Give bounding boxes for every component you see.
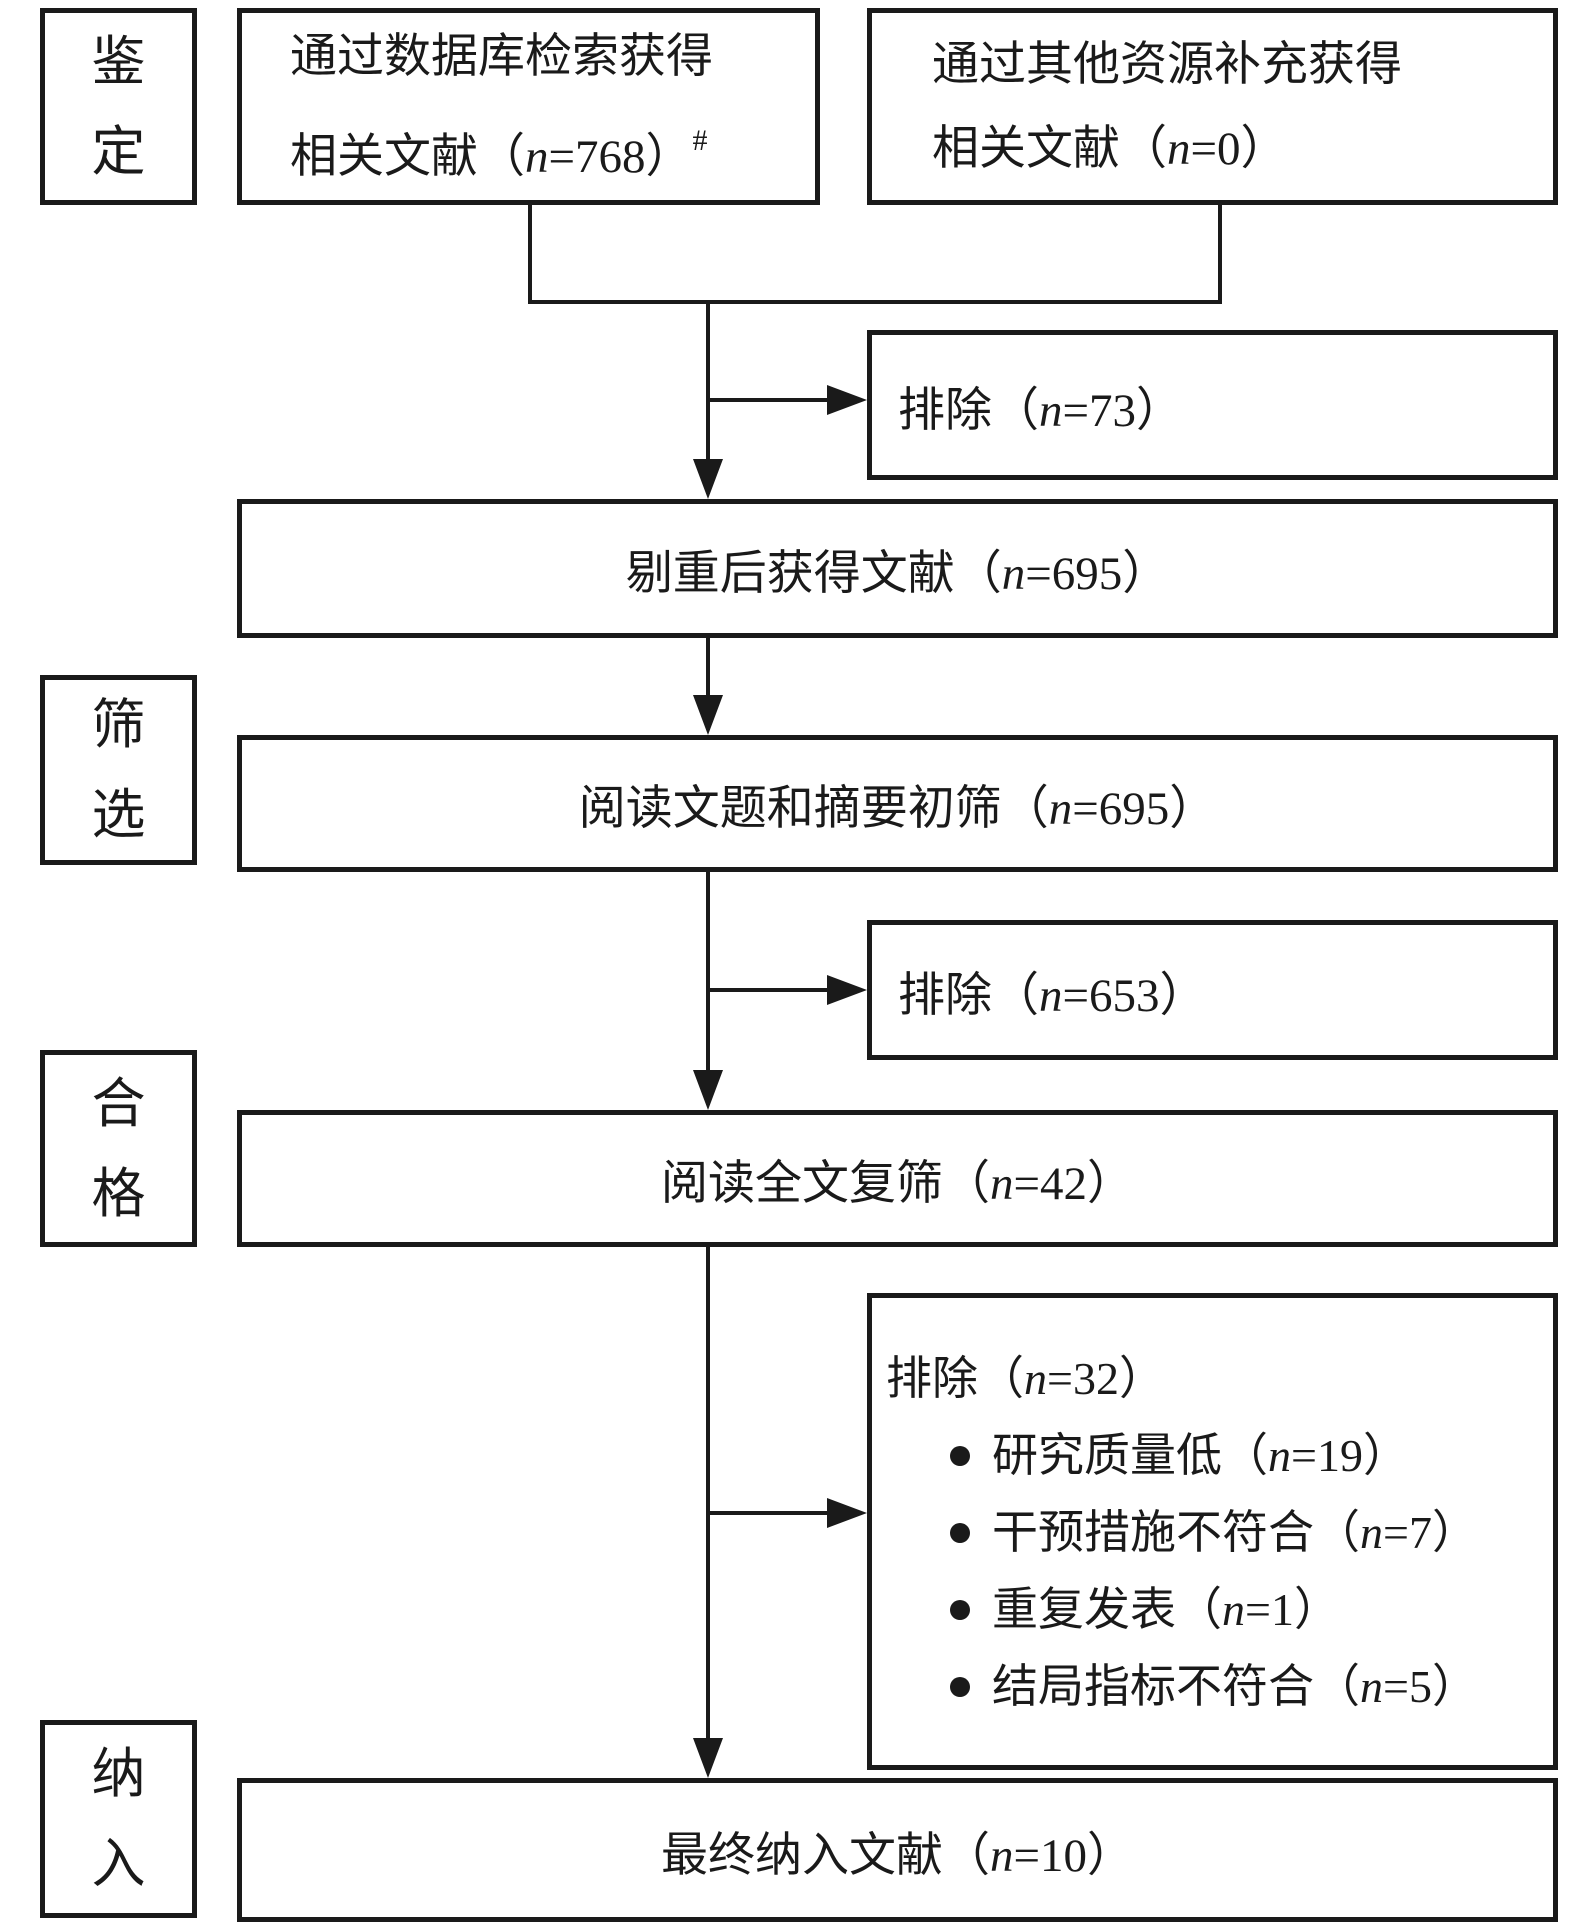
stage-label-text: 筛 <box>91 695 146 755</box>
bullet-icon <box>950 1522 970 1543</box>
box-final-included: 最终纳入文献（n=10） <box>237 1778 1558 1922</box>
box-text: 最终纳入文献（n=10） <box>660 1829 1134 1882</box>
box-text-line: 相关文献（n=768）# <box>290 123 708 183</box>
stage-label-text: 选 <box>91 785 146 845</box>
box-after-dedup: 剔重后获得文献（n=695） <box>237 499 1558 638</box>
bullet-icon <box>950 1676 970 1697</box>
excluded-fulltext-header: 排除（n=32） <box>886 1353 1165 1404</box>
box-database-search: 通过数据库检索获得 相关文献（n=768）# <box>237 8 820 205</box>
box-excluded-initial: 排除（n=73） <box>867 330 1558 480</box>
stage-label-identification: 鉴 定 <box>40 8 197 205</box>
exclusion-reason-text: 研究质量低（n=19） <box>992 1430 1409 1481</box>
box-text: 剔重后获得文献（n=695） <box>625 548 1170 600</box>
box-excluded-fulltext: 排除（n=32） 研究质量低（n=19） 干预措施不符合（n=7） 重复发表（n… <box>867 1293 1558 1770</box>
exclusion-reason-item: 重复发表（n=1） <box>886 1571 1543 1648</box>
exclusion-reason-text: 干预措施不符合（n=7） <box>992 1507 1478 1558</box>
exclusion-reason-item: 研究质量低（n=19） <box>886 1417 1543 1494</box>
stage-label-text: 鉴 <box>91 31 146 92</box>
box-other-sources: 通过其他资源补充获得 相关文献（n=0） <box>867 8 1558 205</box>
box-text: 阅读全文复筛（n=42） <box>660 1158 1134 1210</box>
arrowhead-to-dedup <box>693 459 723 499</box>
box-fulltext-screen: 阅读全文复筛（n=42） <box>237 1110 1558 1247</box>
box-text-line: 通过数据库检索获得 <box>290 30 713 83</box>
box-text-line: 通过其他资源补充获得 <box>932 38 1402 91</box>
box-text: 排除（n=73） <box>898 384 1184 437</box>
arrowhead-to-excluded-screen <box>827 975 867 1005</box>
box-text-line: 相关文献（n=0） <box>932 122 1288 175</box>
stage-label-text: 纳 <box>91 1744 146 1804</box>
exclusion-reason-text: 重复发表（n=1） <box>992 1584 1340 1635</box>
box-text: 排除（n=653） <box>898 969 1207 1022</box>
bullet-icon <box>950 1445 970 1466</box>
exclusion-reason-text: 结局指标不符合（n=5） <box>992 1661 1478 1712</box>
stage-label-eligibility: 合 格 <box>40 1050 197 1247</box>
box-excluded-screen: 排除（n=653） <box>867 920 1558 1060</box>
stage-label-text: 格 <box>91 1163 146 1224</box>
box-title-abstract-screen: 阅读文题和摘要初筛（n=695） <box>237 735 1558 872</box>
exclusion-reason-item: 结局指标不符合（n=5） <box>886 1648 1543 1725</box>
stage-label-included: 纳 入 <box>40 1720 197 1918</box>
exclusion-reason-item: 干预措施不符合（n=7） <box>886 1494 1543 1571</box>
arrowhead-to-excluded-initial <box>827 385 867 415</box>
arrowhead-to-final <box>693 1738 723 1778</box>
arrowhead-to-fulltext <box>693 1070 723 1110</box>
arrowhead-to-excluded-fulltext <box>827 1498 867 1528</box>
stage-label-screening: 筛 选 <box>40 675 197 865</box>
stage-label-text: 合 <box>91 1073 146 1134</box>
arrowhead-to-screen <box>693 695 723 735</box>
superscript-hash: # <box>692 123 708 157</box>
bullet-icon <box>950 1599 970 1620</box>
stage-label-text: 定 <box>91 121 146 182</box>
stage-label-text: 入 <box>91 1834 146 1894</box>
box-text: 阅读文题和摘要初筛（n=695） <box>578 783 1217 835</box>
